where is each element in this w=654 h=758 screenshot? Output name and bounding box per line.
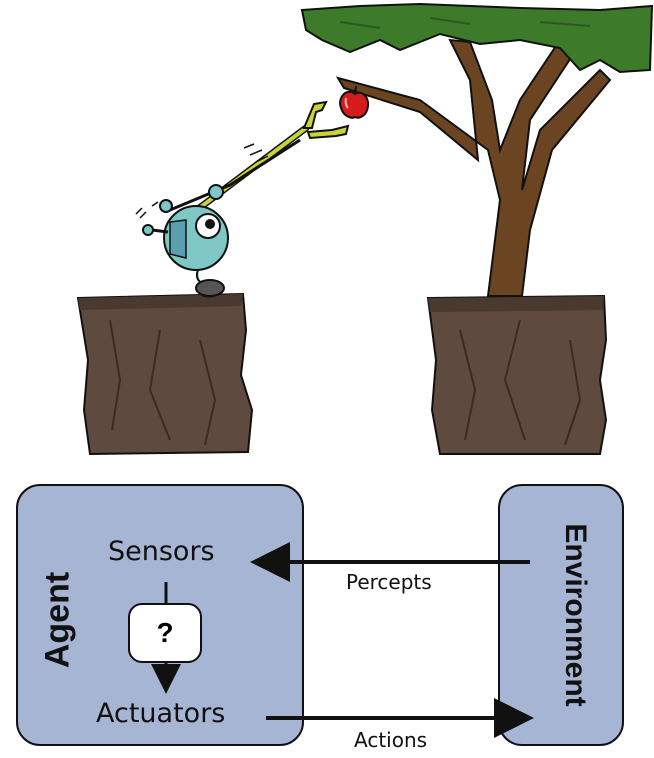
left-cliff — [76, 292, 254, 456]
unknown-function-box: ? — [128, 603, 202, 663]
actuators-label: Actuators — [96, 698, 226, 729]
tree — [300, 2, 654, 297]
percepts-label: Percepts — [346, 570, 432, 594]
illustration — [76, 2, 654, 456]
agent-label: Agent — [38, 571, 77, 669]
actions-label: Actions — [354, 728, 428, 752]
environment-label: Environment — [559, 523, 592, 707]
apple-icon — [339, 85, 370, 119]
robot — [135, 201, 229, 298]
right-cliff — [426, 294, 608, 455]
sensors-label: Sensors — [108, 536, 215, 567]
robot-arm — [159, 100, 350, 219]
